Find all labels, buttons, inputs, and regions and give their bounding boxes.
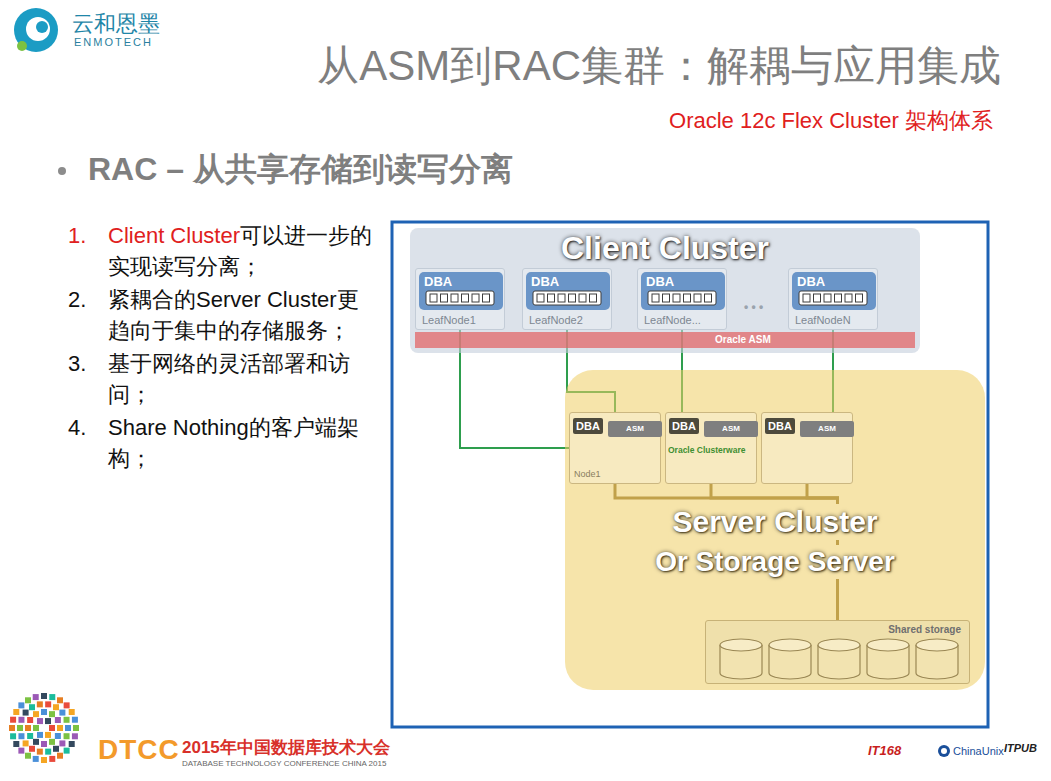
bullet-heading: RAC – 从共享存储到读写分离 xyxy=(88,148,513,192)
sponsor-logo: IT168 xyxy=(868,743,901,758)
item-number-cell: 3. xyxy=(68,348,108,410)
company-logo xyxy=(14,8,58,52)
server-node: DBA ASM xyxy=(761,412,853,484)
list-item: 1. Client Cluster可以进一步的实现读写分离； xyxy=(68,220,380,282)
node-text: LeafNode2 xyxy=(529,314,583,326)
bullet-dot xyxy=(58,167,66,175)
leaf-node: DBA LeafNodeN xyxy=(788,268,878,330)
item-text: 紧耦合的Server Cluster更趋向于集中的存储服务； xyxy=(108,287,359,343)
server-node: DBA Oracle Clusterware ASM xyxy=(665,412,757,484)
node-title: DBA xyxy=(531,274,559,289)
node-title: Shared storage xyxy=(888,624,961,635)
node-title: Oracle ASM xyxy=(715,334,771,345)
node-title: DBA xyxy=(573,418,603,434)
node-title: Client Cluster xyxy=(561,230,769,267)
item-number-cell: 2. xyxy=(68,284,108,346)
list-item: 4. Share Nothing的客户端架构； xyxy=(68,412,380,474)
sponsor-logo: ITPUB xyxy=(1004,742,1037,754)
node-text: Or Storage Server xyxy=(651,545,899,579)
item-number: 2. xyxy=(68,287,86,312)
node-title: ASM xyxy=(608,424,662,433)
item-keyword: Client Cluster xyxy=(108,223,240,248)
conference-badge xyxy=(9,693,79,763)
server-cluster-region: Server Cluster Or Storage Server DBA Node1 A… xyxy=(565,370,985,690)
conference-subname: DATABASE TECHNOLOGY CONFERENCE CHINA 201… xyxy=(182,759,386,768)
item-list: 1. Client Cluster可以进一步的实现读写分离； 2. 紧耦合的Serve… xyxy=(68,220,380,476)
server-node: DBA Node1 ASM xyxy=(569,412,661,484)
client-cluster-band: Client ClusterDBALeafNode1DBALeafNode2DB… xyxy=(410,228,920,353)
leaf-node: DBA LeafNode1 xyxy=(415,268,505,330)
node-title: DBA xyxy=(424,274,452,289)
list-item: 2. 紧耦合的Server Cluster更趋向于集中的存储服务； xyxy=(68,284,380,346)
node-text: Node1 xyxy=(574,469,601,479)
chinaunix-icon xyxy=(938,745,950,757)
node-title: DBA xyxy=(765,418,795,434)
slide-title: 从ASM到RAC集群：解耦与应用集成 xyxy=(317,38,1001,94)
node-title: DBA xyxy=(797,274,825,289)
item-text: Share Nothing的客户端架构； xyxy=(108,415,359,471)
item-number-cell: 4. xyxy=(68,412,108,474)
sponsor-logo: ChinaUnix xyxy=(953,745,1004,757)
conference-name: 2015年中国数据库技术大会 xyxy=(182,736,390,759)
node-title: ASM xyxy=(704,424,758,433)
item-number: 4. xyxy=(68,415,86,440)
item-text-cell: Share Nothing的客户端架构； xyxy=(108,412,380,474)
leaf-node: DBA LeafNode... xyxy=(637,268,727,330)
logo-subtext: ENMOTECH xyxy=(74,36,153,48)
ellipsis: • • • xyxy=(744,300,763,314)
list-item: 3. 基于网络的灵活部署和访问； xyxy=(68,348,380,410)
chinaunix-icon xyxy=(941,748,947,754)
leaf-node: DBA LeafNode2 xyxy=(522,268,612,330)
item-text: 基于网络的灵活部署和访问； xyxy=(108,351,350,407)
diagram-frame xyxy=(392,222,988,727)
logo-text: 云和恩墨 xyxy=(72,9,160,39)
item-number-cell: 1. xyxy=(68,220,108,282)
node-text: LeafNodeN xyxy=(795,314,851,326)
shared-storage: Shared storage xyxy=(705,620,970,684)
asm-instance: ASM xyxy=(704,421,758,437)
slide-subtitle: Oracle 12c Flex Cluster 架构体系 xyxy=(669,106,993,136)
node-title: DBA xyxy=(646,274,674,289)
asm-band: Oracle ASM xyxy=(415,332,915,348)
node-text: LeafNode... xyxy=(644,314,701,326)
node-title: DBA xyxy=(669,418,699,434)
node-text: Oracle Clusterware xyxy=(668,445,745,455)
asm-instance: ASM xyxy=(608,421,662,437)
node-title: Server Cluster xyxy=(668,504,881,540)
conference-logo: DTCC xyxy=(98,734,180,766)
item-text-cell: 紧耦合的Server Cluster更趋向于集中的存储服务； xyxy=(108,284,380,346)
item-number: 1. xyxy=(68,223,86,248)
asm-instance: ASM xyxy=(800,421,854,437)
node-text: LeafNode1 xyxy=(422,314,476,326)
item-text-cell: 基于网络的灵活部署和访问； xyxy=(108,348,380,410)
item-text-cell: Client Cluster可以进一步的实现读写分离； xyxy=(108,220,380,282)
item-number: 3. xyxy=(68,351,86,376)
node-title: ASM xyxy=(800,424,854,433)
